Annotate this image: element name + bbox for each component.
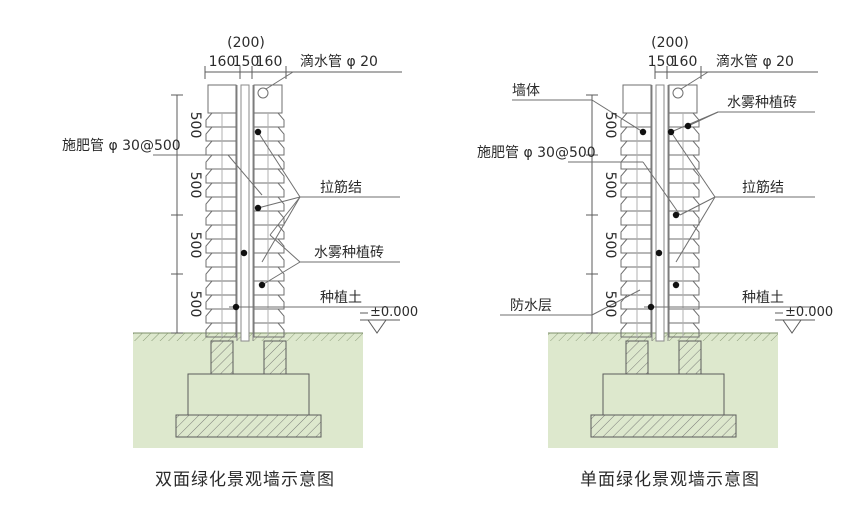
wall-core-right (655, 84, 665, 342)
dim-vertical-left (171, 94, 183, 334)
tie-bar-dots-right (639, 122, 692, 311)
foundation-slab-left (175, 414, 322, 438)
right-vdim-3: 500 (602, 232, 618, 259)
left-label-drip-pipe: 滴水管 φ 20 (300, 53, 378, 70)
dim-vertical-right (586, 94, 598, 334)
right-label-drip-pipe: 滴水管 φ 20 (716, 53, 794, 70)
elevation-symbol-right (775, 312, 815, 334)
left-diagram (133, 66, 402, 448)
left-label-elevation: ±0.000 (370, 305, 418, 320)
right-label-tie-bar: 拉筋结 (742, 179, 784, 196)
right-vdim-4: 500 (602, 291, 618, 318)
column-right-2 (678, 340, 702, 375)
right-overall-dim: (200) (651, 35, 689, 51)
left-vdim-4: 500 (187, 291, 203, 318)
left-label-mist-planting-brick: 水雾种植砖 (314, 245, 384, 261)
caption-right-diagram: 单面绿化景观墙示意图 (580, 470, 760, 490)
left-overall-dim: (200) (227, 35, 265, 51)
footing-block-left (187, 373, 310, 416)
right-label-mist-planting-brick: 水雾种植砖 (727, 95, 797, 111)
right-label-elevation: ±0.000 (785, 305, 833, 320)
right-label-wall-body: 墙体 (512, 83, 540, 99)
right-label-waterproof-layer: 防水层 (510, 298, 552, 314)
left-vdim-3: 500 (187, 232, 203, 259)
planting-bricks-right-east (668, 112, 700, 338)
left-dim-160b: 160 (256, 54, 283, 70)
drip-pipe-leader-left (265, 71, 294, 90)
right-diagram (500, 66, 818, 448)
drip-pipe-circle-left (257, 87, 269, 99)
drip-pipe-circle-right (672, 87, 684, 99)
left-dim-150: 150 (233, 54, 260, 70)
top-block-left-a (207, 84, 237, 114)
left-vdim-1: 500 (187, 112, 203, 139)
column-right-1 (625, 340, 649, 375)
footing-block-right (602, 373, 725, 416)
left-label-planting-soil: 种植土 (320, 290, 362, 306)
wall-core-left (240, 84, 250, 342)
leaders-left (153, 131, 400, 308)
drip-pipe-leader-right (680, 71, 709, 90)
right-vdim-2: 500 (602, 172, 618, 199)
column-left-2 (263, 340, 287, 375)
leaders-right (500, 99, 815, 316)
top-block-right-b (668, 84, 698, 114)
top-block-left-b (253, 84, 283, 114)
right-vdim-1: 500 (602, 112, 618, 139)
planting-bricks-left-west (205, 112, 237, 338)
caption-left-diagram: 双面绿化景观墙示意图 (155, 470, 335, 490)
planting-bricks-left-east (253, 112, 285, 338)
tie-bar-dots-left (232, 128, 266, 311)
column-left-1 (210, 340, 234, 375)
right-dim-150: 150 (648, 54, 675, 70)
elevation-symbol-left (360, 312, 400, 334)
left-vdim-2: 500 (187, 172, 203, 199)
right-label-planting-soil: 种植土 (742, 290, 784, 306)
left-label-fertilizer-pipe: 施肥管 φ 30@500 (62, 138, 181, 154)
left-dim-160a: 160 (209, 54, 236, 70)
top-block-right-a (622, 84, 652, 114)
planting-bricks-right-west (620, 112, 652, 338)
right-label-fertilizer-pipe: 施肥管 φ 30@500 (477, 145, 596, 161)
right-dim-160: 160 (671, 54, 698, 70)
left-label-tie-bar: 拉筋结 (320, 179, 362, 196)
foundation-slab-right (590, 414, 737, 438)
